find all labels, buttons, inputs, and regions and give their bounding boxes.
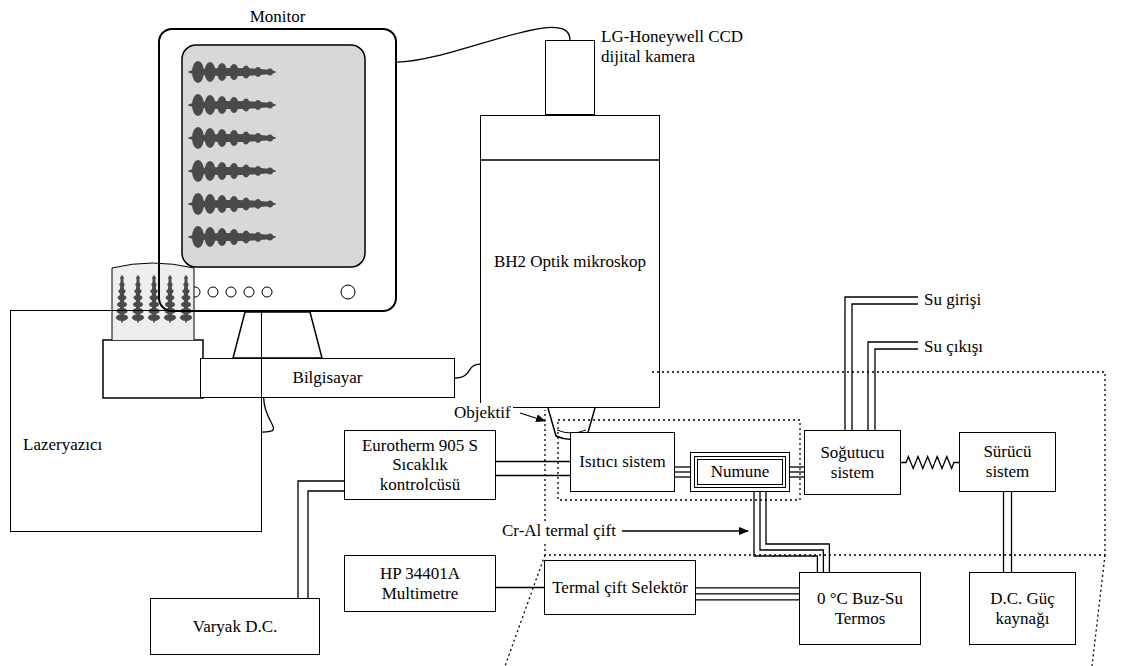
connector-line xyxy=(760,492,823,572)
connector xyxy=(675,467,690,477)
connector-line xyxy=(308,491,344,598)
pipe-label: Su girişi xyxy=(922,290,983,310)
dotted-line xyxy=(505,555,545,666)
heater-box: Isıtıcı sistem xyxy=(570,432,675,492)
dendrite xyxy=(116,275,128,323)
printer: Lazeryazıcı xyxy=(10,310,262,532)
connector-line xyxy=(298,481,344,598)
monitor-screen xyxy=(182,45,365,267)
connector-line xyxy=(696,593,799,594)
connector xyxy=(696,588,799,600)
monitor-stand xyxy=(233,312,322,358)
dendrite xyxy=(188,127,276,149)
connector-line xyxy=(901,457,959,469)
callout-label: Cr-Al termal çift xyxy=(500,521,618,541)
computer-box: Bilgisayar xyxy=(200,358,455,398)
pipe-label: Su çıkışı xyxy=(922,337,985,357)
box-label: Isıtıcı sistem xyxy=(579,452,665,472)
connector-line xyxy=(675,476,690,477)
connector xyxy=(790,467,804,477)
connector xyxy=(455,364,480,378)
connector-line xyxy=(1003,492,1004,572)
connector-line xyxy=(675,466,690,467)
monitor-button xyxy=(262,287,272,297)
dendrite xyxy=(188,94,276,116)
dendrite xyxy=(132,275,144,323)
box-label: D.C. Güç kaynağı xyxy=(976,589,1069,628)
variac-box: Varyak D.C. xyxy=(150,598,320,655)
connector-line xyxy=(496,475,570,476)
connector-line xyxy=(790,466,804,467)
selector-box: Termal çift Selektör xyxy=(544,560,696,615)
box-label: Numune xyxy=(711,462,770,482)
dendrite xyxy=(188,193,276,215)
box-label: Varyak D.C. xyxy=(193,617,278,637)
connector-line xyxy=(766,492,829,572)
box-label: Sürücü sistem xyxy=(966,442,1049,481)
microscope-band xyxy=(480,159,660,161)
connector xyxy=(298,481,344,598)
connector xyxy=(1004,492,1012,572)
dotted-line xyxy=(1092,555,1105,666)
box-label: Soğutucu sistem xyxy=(811,443,894,482)
power-supply-box: D.C. Güç kaynağı xyxy=(969,572,1076,645)
dendrite xyxy=(188,160,276,182)
monitor: Monitor xyxy=(158,28,397,312)
connector-line xyxy=(696,599,799,600)
connector-line xyxy=(1011,492,1012,572)
leader-arrow xyxy=(622,530,748,531)
monitor-button xyxy=(341,285,355,299)
chamber-outline xyxy=(558,420,800,500)
connector-line xyxy=(790,471,804,472)
multimeter-box: HP 34401A Multimetre xyxy=(344,555,496,612)
dendrite xyxy=(188,61,276,83)
connector xyxy=(262,398,274,432)
connector xyxy=(496,587,544,588)
temperature-controller: Eurotherm 905 S Sıcaklık kontrolcüsü xyxy=(344,430,496,500)
monitor-button xyxy=(244,287,254,297)
cooler-box: Soğutucu sistem xyxy=(804,430,901,495)
water-pipe xyxy=(868,342,918,430)
connector xyxy=(496,462,570,476)
box-label: Eurotherm 905 S Sıcaklık kontrolcüsü xyxy=(351,436,489,495)
heading-label: LG-Honeywell CCD dijital kamera xyxy=(601,27,751,66)
connector-line xyxy=(790,476,804,477)
monitor-button xyxy=(208,287,218,297)
box-label: 0 °C Buz-Su Termos xyxy=(806,589,914,628)
box-label: Termal çift Selektör xyxy=(552,578,688,598)
heading-label: Monitor xyxy=(160,7,395,27)
sample-tube: Numune xyxy=(690,452,790,492)
box-label: BH2 Optik mikroskop xyxy=(494,252,646,272)
monitor-button xyxy=(226,287,236,297)
callout-label: Objektif xyxy=(452,403,513,423)
printed-paper xyxy=(112,263,194,340)
connector-line xyxy=(754,492,817,572)
connector xyxy=(901,457,959,469)
stage-outline xyxy=(545,372,1105,555)
connector-line xyxy=(496,461,570,462)
connector-line xyxy=(455,364,480,378)
dendrite xyxy=(164,275,176,323)
box-label: Bilgisayar xyxy=(293,368,363,388)
microscope: BH2 Optik mikroskop xyxy=(480,115,660,408)
dendrite xyxy=(188,226,276,248)
ccd-camera: LG-Honeywell CCD dijital kamera xyxy=(545,40,595,115)
dendrite xyxy=(180,275,192,323)
leader-arrow xyxy=(520,413,545,421)
connector-line xyxy=(675,471,690,472)
connector-line xyxy=(496,587,544,588)
box-label: Lazeryazıcı xyxy=(23,435,102,455)
ice-water-flask: 0 °C Buz-Su Termos xyxy=(799,572,921,645)
box-label: HP 34401A Multimetre xyxy=(351,564,489,603)
connector-line xyxy=(262,398,274,432)
driver-box: Sürücü sistem xyxy=(959,432,1056,492)
connector-line xyxy=(696,587,799,588)
water-pipe xyxy=(845,297,918,430)
connector xyxy=(754,492,829,572)
printer-slot xyxy=(103,340,203,398)
